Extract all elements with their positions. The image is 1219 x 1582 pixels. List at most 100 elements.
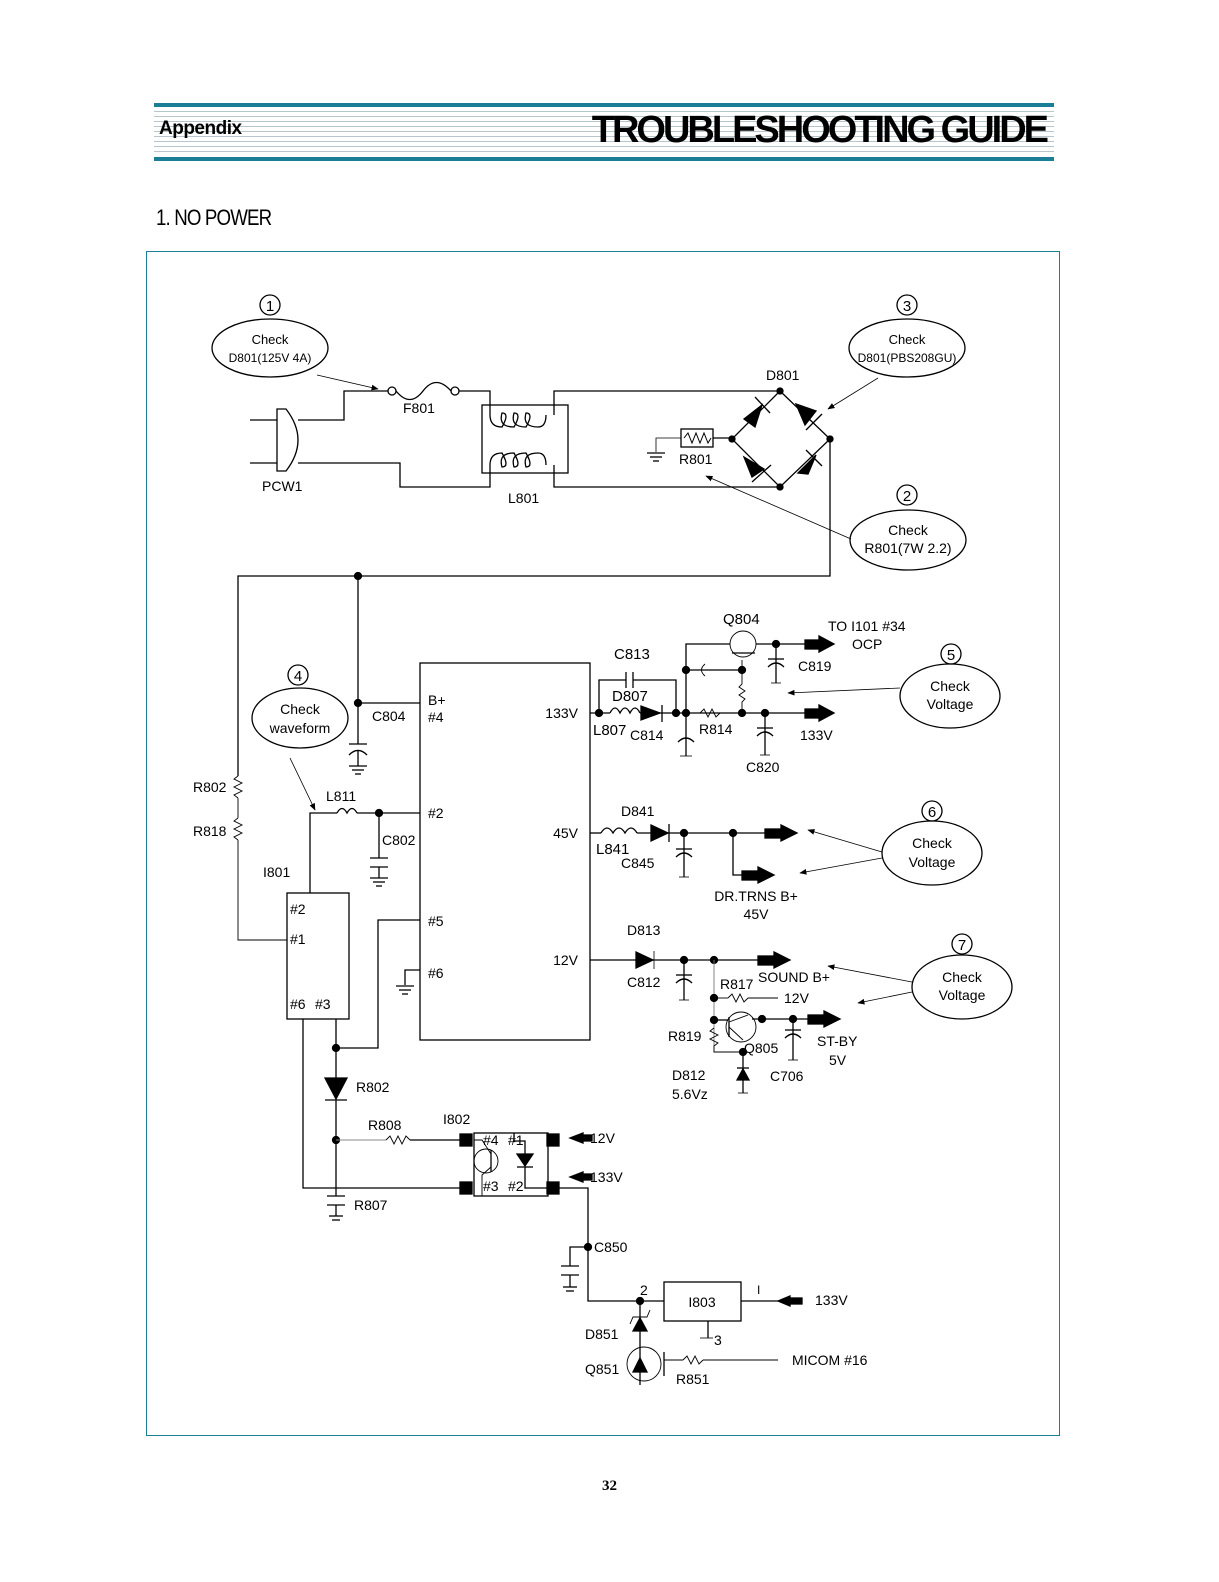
label-c706: C706 — [770, 1068, 804, 1084]
label-sound-12v: 12V — [784, 990, 810, 1006]
header-top-rule — [154, 103, 1054, 107]
checkpoint-4[interactable]: 4 Check waveform — [251, 664, 349, 749]
label-d851: D851 — [585, 1326, 619, 1342]
label-to-i101: TO I101 #34 — [828, 618, 906, 634]
checkpoint-label: Check — [888, 522, 929, 538]
checkpoint-detail: Voltage — [939, 987, 986, 1003]
pointer-arrow — [705, 475, 852, 540]
label-stby: ST-BY — [817, 1033, 858, 1049]
pin-label: #4 — [483, 1132, 499, 1148]
label-c819: C819 — [798, 658, 832, 674]
ic-i801 — [286, 892, 350, 1020]
transistor-q851 — [626, 1346, 662, 1382]
checkpoint-number: 4 — [294, 668, 302, 685]
checkpoint-number: 7 — [958, 937, 966, 954]
checkpoint-label: Check — [280, 701, 321, 717]
label-r801: R801 — [679, 451, 713, 467]
output-arrow — [823, 1009, 842, 1029]
pin-label: 45V — [553, 825, 579, 841]
checkpoint-number: 1 — [266, 298, 274, 315]
label-c820: C820 — [746, 759, 780, 775]
label-q804: Q804 — [723, 611, 760, 628]
main-power-ic — [419, 662, 591, 1041]
label-d812-value: 5.6Vz — [672, 1086, 708, 1102]
label-pcw1: PCW1 — [262, 478, 303, 494]
pin-label: #3 — [315, 996, 331, 1012]
label-l811: L811 — [326, 788, 356, 804]
pin-label: #5 — [428, 913, 444, 929]
pointer-arrow — [799, 857, 883, 875]
pin-label: #3 — [483, 1178, 499, 1194]
checkpoint-detail: R801(7W 2.2) — [864, 540, 951, 556]
pin-label: 3 — [714, 1332, 722, 1348]
inductor-l841 — [600, 827, 638, 835]
pin-label: 133V — [545, 705, 578, 721]
page-number: 32 — [602, 1478, 617, 1494]
resistor-r802-r818 — [232, 775, 287, 941]
capacitor-c706 — [784, 1019, 802, 1061]
capacitor-c845 — [675, 833, 693, 878]
label-stby-5v: 5V — [829, 1052, 847, 1068]
label-q805: Q805 — [744, 1040, 778, 1056]
pointer-arrow — [807, 829, 883, 853]
checkpoint-3[interactable]: 3 Check D801(PBS208GU) — [848, 294, 966, 378]
label-l801: L801 — [508, 490, 539, 506]
label-d807: D807 — [612, 688, 648, 705]
pointer-arrow — [316, 374, 379, 391]
label-c813: C813 — [614, 646, 650, 663]
fuse-f801 — [387, 381, 460, 401]
label-q851: Q851 — [585, 1361, 619, 1377]
pointer-arrow — [289, 757, 316, 811]
pointer-arrow — [827, 377, 879, 410]
input-i803-133v: 133V — [815, 1292, 848, 1308]
label-i802: I802 — [443, 1111, 470, 1127]
checkpoint-number: 3 — [903, 298, 911, 315]
header-section-label: Appendix — [159, 118, 242, 139]
label-c850: C850 — [594, 1239, 628, 1255]
capacitor-c850 — [561, 1246, 588, 1292]
transistor-q805 — [725, 1011, 757, 1043]
checkpoint-label: Check — [912, 835, 953, 851]
checkpoint-2[interactable]: 2 Check R801(7W 2.2) — [849, 484, 967, 571]
label-dr-45v: 45V — [744, 906, 770, 922]
label-l841: L841 — [596, 841, 629, 858]
pin-label: #6 — [290, 996, 306, 1012]
label-d812: D812 — [672, 1067, 706, 1083]
pointer-arrow — [827, 964, 913, 983]
header-title: TROUBLESHOOTING GUIDE — [591, 109, 1049, 151]
label-i803: I803 — [688, 1294, 715, 1310]
checkpoint-7[interactable]: 7 Check Voltage — [911, 933, 1013, 1020]
checkpoint-detail: Voltage — [909, 854, 956, 870]
resistor-r801 — [647, 428, 732, 462]
capacitor-c814 — [677, 713, 695, 757]
checkpoint-detail: D801(PBS208GU) — [858, 351, 957, 365]
label-d801: D801 — [766, 367, 800, 383]
label-micom: MICOM #16 — [792, 1352, 868, 1368]
pointer-arrow — [787, 687, 901, 696]
capacitor-c812 — [675, 960, 693, 1001]
output-arrow — [780, 823, 799, 843]
output-arrow — [773, 950, 792, 970]
inductor-l811 — [336, 807, 358, 815]
input-133v: 133V — [590, 1169, 623, 1185]
label-r819: R819 — [668, 1028, 702, 1044]
capacitor-c802 — [370, 813, 388, 887]
checkpoint-number: 6 — [928, 804, 936, 821]
label-r808: R808 — [368, 1117, 402, 1133]
label-r851: R851 — [676, 1371, 710, 1387]
label-i801: I801 — [263, 864, 290, 880]
schematic-frame — [146, 251, 1060, 1436]
zener-d812 — [735, 1067, 751, 1081]
checkpoint-6[interactable]: 6 Check Voltage — [881, 800, 983, 886]
pin-label: #2 — [508, 1178, 524, 1194]
bridge-rectifier-d801 — [728, 387, 834, 491]
checkpoint-1[interactable]: 1 Check D801(125V 4A) — [211, 294, 329, 378]
pointer-arrow — [857, 991, 913, 1005]
pin-label: I — [757, 1283, 760, 1297]
capacitor-c819 — [767, 644, 785, 684]
pin-label: 2 — [640, 1282, 648, 1298]
section-title: 1. NO POWER — [156, 205, 272, 230]
label-l807: L807 — [593, 722, 626, 739]
label-d841: D841 — [621, 803, 655, 819]
checkpoint-5[interactable]: 5 Check Voltage — [899, 643, 1001, 729]
